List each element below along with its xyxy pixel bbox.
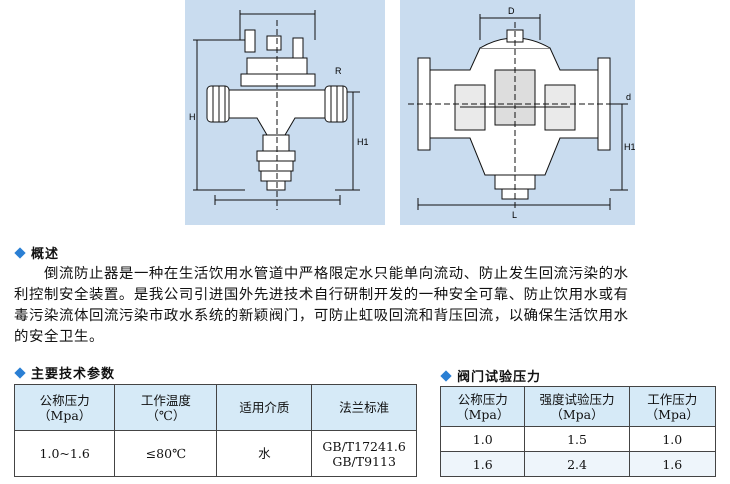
table-header-row: 公称压力 （Mpa） 强度试验压力 （Mpa） 工作压力 （Mpa） xyxy=(439,386,717,427)
cell-medium: 水 xyxy=(216,430,313,477)
overview-line: 毒污染流体回流污染市政水系统的新颖阀门，可防止虹吸回流和背压回流，以确保生活饮用… xyxy=(14,308,629,324)
cell-temperature: ≤80℃ xyxy=(114,430,218,477)
diamond-bullet-icon xyxy=(440,369,452,382)
diamond-bullet-icon xyxy=(14,246,26,259)
table-row: 1.0~1.6 ≤80℃ 水 GB/T17241.6 GB/T9113 xyxy=(13,430,417,477)
diamond-bullet-icon xyxy=(14,366,26,379)
cell-pressure: 1.0~1.6 xyxy=(13,430,116,477)
header-strength-test-pressure: 强度试验压力 （Mpa） xyxy=(524,386,630,427)
cell-working: 1.6 xyxy=(628,451,717,477)
header-nominal-pressure: 公称压力 （Mpa） xyxy=(439,386,526,427)
overview-line: 倒流防止器是一种在生活饮用水管道中严格限定水只能单向流动、防止发生回流污染的水 xyxy=(44,266,629,282)
header-working-pressure: 工作压力 （Mpa） xyxy=(628,386,717,427)
table-header-row: 公称压力 （Mpa） 工作温度 （℃） 适用介质 法兰标准 xyxy=(13,384,417,431)
header-medium: 适用介质 xyxy=(216,384,313,431)
flange-standard-2: GB/T9113 xyxy=(332,453,396,469)
test-pressure-heading-text: 阀门试验压力 xyxy=(457,370,542,385)
cell-strength: 2.4 xyxy=(524,451,630,477)
cell-nominal: 1.0 xyxy=(439,426,526,452)
overview-heading: 概述 xyxy=(14,243,59,262)
overview-line: 的安全卫生。 xyxy=(14,329,104,345)
cell-flange: GB/T17241.6 GB/T9113 xyxy=(311,430,417,477)
flange-standard-1: GB/T17241.6 xyxy=(322,438,406,454)
dim-label-l: L xyxy=(512,210,517,220)
valve-front-svg: H H1 R xyxy=(185,0,385,225)
overview-line: 利控制安全装置。是我公司引进国外先进技术自行研制开发的一种安全可靠、防止饮用水或… xyxy=(14,287,629,303)
tech-params-heading-text: 主要技术参数 xyxy=(31,367,116,382)
dim-label-h1-right: H1 xyxy=(624,142,635,152)
valve-section-drawing: D H1 L d xyxy=(400,0,635,225)
test-pressure-heading: 阀门试验压力 xyxy=(440,366,541,385)
overview-paragraph: 倒流防止器是一种在生活饮用水管道中严格限定水只能单向流动、防止发生回流污染的水 … xyxy=(14,264,720,348)
table-row: 1.0 1.5 1.0 xyxy=(439,426,717,452)
header-working-temperature: 工作温度 （℃） xyxy=(114,384,218,431)
overview-heading-text: 概述 xyxy=(31,247,60,262)
dim-label-d: D xyxy=(508,6,515,16)
dim-label-h: H xyxy=(189,112,196,122)
cell-nominal: 1.6 xyxy=(439,451,526,477)
test-pressure-table: 公称压力 （Mpa） 强度试验压力 （Mpa） 工作压力 （Mpa） 1.0 1… xyxy=(439,386,717,477)
cell-strength: 1.5 xyxy=(524,426,630,452)
tech-params-heading: 主要技术参数 xyxy=(14,363,115,382)
header-flange-standard: 法兰标准 xyxy=(311,384,417,431)
valve-front-drawing: H H1 R xyxy=(185,0,385,225)
cell-working: 1.0 xyxy=(628,426,717,452)
tech-params-table: 公称压力 （Mpa） 工作温度 （℃） 适用介质 法兰标准 1.0~1.6 ≤8… xyxy=(13,384,417,477)
valve-section-svg: D H1 L d xyxy=(400,0,635,225)
dim-label-d-side: d xyxy=(626,92,631,102)
dim-label-r: R xyxy=(335,66,342,76)
table-row: 1.6 2.4 1.6 xyxy=(439,451,717,477)
header-nominal-pressure: 公称压力 （Mpa） xyxy=(13,384,116,431)
dim-label-h1: H1 xyxy=(357,137,369,147)
